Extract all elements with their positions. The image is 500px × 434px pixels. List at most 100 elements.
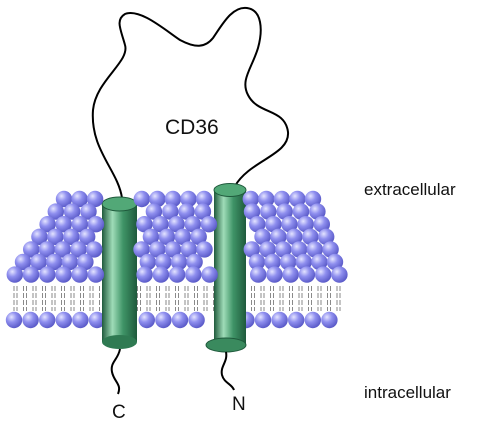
lipid-head [55,266,72,283]
lipid-head [188,311,205,329]
lipid-head [22,311,39,329]
lipid-head [249,216,266,233]
lipid-head [70,241,87,258]
extracellular-loop [91,6,290,199]
lipid-head [273,190,291,208]
c-terminal-tail [110,348,121,395]
lipid-head [136,216,153,233]
lipid-head [71,266,88,283]
lipid-head [318,228,335,245]
lipid-head [168,266,186,283]
lipid-head [168,216,185,233]
lipid-head [275,241,292,258]
lipid-head [39,311,56,329]
lipid-head [14,253,32,271]
lipid-head [248,253,266,271]
lipid-head [194,203,212,220]
lipid-head [304,311,321,329]
lipid-head [266,266,283,283]
lipid-head [138,311,155,329]
lipid-head [149,241,166,258]
lipid-head [72,311,89,329]
lipid-head [254,311,272,329]
lipid-head [242,190,259,208]
lipid-head [170,253,188,271]
lipid-head [196,241,213,258]
lipid-head [31,228,48,245]
lipid-head [185,266,202,283]
lipid-head [71,190,88,208]
lipid-head [292,203,310,220]
n-terminus-label: N [232,394,246,415]
lipid-head [295,253,312,271]
lipid-head [38,241,56,258]
lipid-head [47,228,64,245]
lipid-head [162,203,179,220]
lipid-head [54,241,71,258]
upper-leaflet [6,190,348,283]
transmembrane-helix-2 [205,183,247,353]
lipid-head [6,266,23,283]
lipid-head [309,203,326,220]
n-terminal-tail [220,351,235,391]
lipid-head [286,228,303,245]
lipid-head [155,311,172,329]
lipid-head [270,228,287,245]
lipid-head [281,216,298,233]
lipid-head [265,216,282,233]
lipid-head [250,266,267,283]
protein-label: CD36 [165,116,219,139]
lipid-head [133,190,150,208]
lipid-head [61,253,78,271]
lipid-head [171,311,189,329]
lipid-head [186,253,203,271]
lipid-head [289,190,306,208]
lipid-head [259,241,276,258]
intracellular-label: intracellular [364,383,451,402]
lipid-head [155,253,172,271]
lipid-head [298,266,316,283]
lipid-head [39,216,56,233]
lipid-head [149,190,166,208]
lipid-head [321,311,338,329]
lipid-head [271,311,288,329]
lipid-head [326,253,344,271]
lipid-head [30,253,47,271]
lipid-head [311,253,328,271]
lipid-head [46,253,63,271]
lipid-head [164,190,182,208]
lipid-head [264,253,281,271]
lipid-head [288,311,305,329]
lipid-head [22,266,40,283]
lipid-head [55,216,72,233]
lipid-head [86,241,103,258]
lipid-head [306,241,323,258]
lipid-head [201,266,218,283]
lipid-head [258,190,275,208]
lower-leaflet [5,311,338,329]
lipid-head [152,216,169,233]
lipid-head [315,266,332,283]
lipid-head [190,228,207,245]
lipid-head [142,228,160,245]
lipid-head [55,190,73,208]
lipid-head [79,228,96,245]
lipid-head [77,253,94,271]
lipid-head [39,266,56,283]
lipid-head [86,190,104,208]
lipid-head [243,203,261,220]
lipid-head [47,203,64,220]
lipid-head [302,228,319,245]
lipid-head [297,216,314,233]
lipid-head [254,228,271,245]
lipid-head [322,241,339,258]
lipid-head [304,190,322,208]
lipid-head [313,216,330,233]
lipid-head [180,241,197,258]
lipid-tails [13,286,341,311]
lipid-head [63,203,81,220]
lipid-head [158,228,176,245]
lipid-head [5,311,23,329]
lipid-head [145,203,163,220]
